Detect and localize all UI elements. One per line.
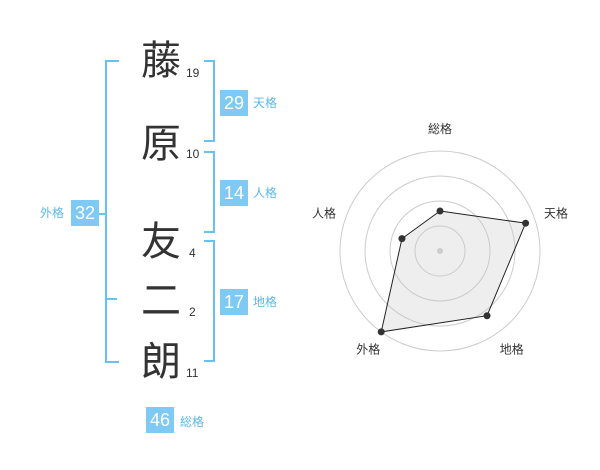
radar-axis-label: 人格 [312,205,336,220]
name-char-3: 友 [141,219,181,265]
chikaku-bracket [204,240,215,362]
gaikaku-label: 外格 [40,206,65,220]
gaikaku-bracket [105,60,119,363]
stroke-count-3: 4 [189,246,196,260]
radar-point [377,328,385,336]
tenkaku-bracket [204,60,215,142]
chikaku-value-badge: 17 [220,289,248,315]
radar-point [483,312,491,320]
radar-ring [339,150,541,352]
gaikaku-value-badge: 32 [71,200,99,226]
radar-point [398,235,406,243]
radar-axis-label: 地格 [500,342,524,357]
name-char-2: 原 [141,121,181,167]
radar-ring [364,175,516,327]
radar-series-area [380,210,527,333]
name-char-5: 朗 [141,339,181,385]
soukaku-label: 総格 [180,415,205,429]
radar-axis-label: 外格 [356,342,380,357]
stroke-count-5: 11 [186,366,199,380]
radar-axis-label: 天格 [544,205,568,220]
name-char-1: 藤 [141,38,181,84]
gaikaku-bracket-mid [105,298,117,300]
tenkaku-value-badge: 29 [220,90,248,116]
radar-point [436,207,444,215]
tenkaku-label: 天格 [253,96,278,110]
stroke-count-1: 19 [186,66,200,80]
radar-center-dot [437,248,443,254]
jinkaku-bracket [204,151,215,233]
soukaku-value-badge: 46 [146,407,174,433]
chikaku-label: 地格 [253,295,278,309]
gaikaku-bracket-tick [99,213,105,215]
radar-axis-label: 総格 [428,121,452,136]
stroke-count-4: 2 [189,305,196,319]
stroke-count-2: 10 [186,147,200,161]
jinkaku-label: 人格 [253,186,278,200]
name-char-4: 二 [141,278,181,324]
radar-ring [389,200,491,302]
radar-point [522,219,530,227]
jinkaku-value-badge: 14 [220,180,248,206]
radar-ring [414,225,466,277]
